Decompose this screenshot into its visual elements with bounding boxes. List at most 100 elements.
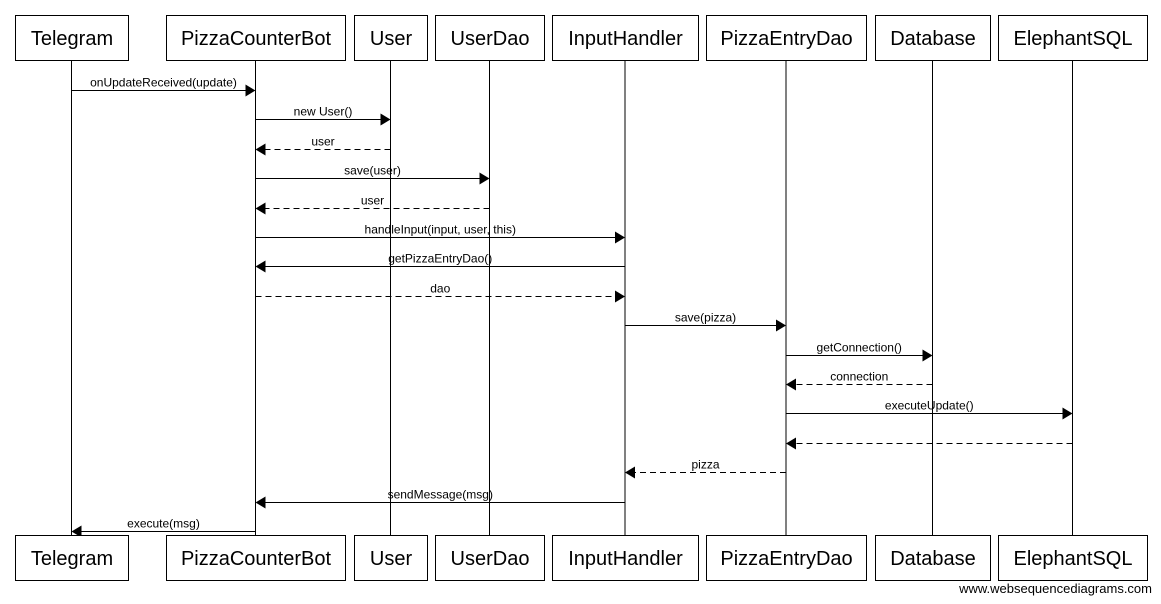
message-label: getPizzaEntryDao() [388,252,492,266]
participant-box [552,15,699,61]
message-11: connection [786,370,933,391]
message-8: dao [255,282,625,303]
message-10: getConnection() [786,341,933,362]
message-2: new User() [255,105,391,126]
lifelines [71,60,1073,535]
message-9: save(pizza) [625,311,786,332]
participant-box [166,535,346,581]
message-1: onUpdateReceived(update) [71,76,256,97]
arrowhead [380,113,391,126]
participant-pizzacounterbot-bottom: PizzaCounterBot [166,535,346,581]
arrowhead [255,260,266,273]
arrowhead [786,437,796,450]
participant-label: Database [890,548,976,570]
messages: onUpdateReceived(update) new User() user sa… [71,76,1073,538]
participant-label: Database [890,28,976,50]
participant-box [435,15,545,61]
message-16: execute(msg) [71,517,256,538]
participant-pizzacounterbot-top: PizzaCounterBot [166,15,346,61]
message-6: handleInput(input, user, this) [255,223,625,244]
participant-label: UserDao [451,548,530,570]
participant-label: ElephantSQL [1014,28,1133,50]
participant-label: PizzaCounterBot [181,28,332,50]
arrowhead [786,378,796,391]
participant-telegram-top: Telegram [15,15,129,61]
participant-box [15,15,129,61]
participant-label: UserDao [451,28,530,50]
arrowhead [255,496,266,509]
participant-box [354,535,428,581]
arrowhead [625,466,635,479]
message-label: getConnection() [817,341,902,355]
participant-box [875,535,991,581]
participant-box [875,15,991,61]
message-label: executeUpdate() [885,399,974,413]
message-label: user [311,135,334,149]
participant-row-bottom: Telegram PizzaCounterBot User UserDao InputH… [15,535,1148,581]
participant-label: PizzaCounterBot [181,548,332,570]
message-label: user [361,194,384,208]
participant-label: PizzaEntryDao [720,548,852,570]
arrowhead [245,84,256,97]
participant-label: InputHandler [568,28,683,50]
arrowhead [615,290,625,303]
message-3: user [255,135,391,156]
arrowhead [479,172,490,185]
participant-label: Telegram [31,28,113,50]
message-label: save(user) [344,164,401,178]
message-label: execute(msg) [127,517,200,531]
participant-box [15,535,129,581]
message-13 [786,437,1073,450]
participant-box [706,15,867,61]
message-label: onUpdateReceived(update) [90,76,237,90]
participant-label: User [370,548,413,570]
participant-box [435,535,545,581]
participant-elephantsql-bottom: ElephantSQL [998,535,1148,581]
participant-box [998,535,1148,581]
participant-inputhandler-top: InputHandler [552,15,699,61]
participant-box [706,535,867,581]
participant-database-bottom: Database [875,535,991,581]
message-label: connection [830,370,888,384]
message-label: dao [430,282,450,296]
message-7: getPizzaEntryDao() [255,252,625,273]
participant-elephantsql-top: ElephantSQL [998,15,1148,61]
message-4: save(user) [255,164,490,185]
arrowhead [255,143,266,156]
participant-label: User [370,28,413,50]
arrowhead [71,525,82,538]
participant-telegram-bottom: Telegram [15,535,129,581]
participant-box [998,15,1148,61]
arrowhead [615,231,625,244]
message-label: pizza [691,458,719,472]
message-15: sendMessage(msg) [255,488,625,509]
participant-database-top: Database [875,15,991,61]
arrowhead [255,202,266,215]
message-label: save(pizza) [675,311,736,325]
message-12: executeUpdate() [786,399,1073,420]
message-label: new User() [294,105,353,119]
participant-userdao-top: UserDao [435,15,545,61]
participant-label: PizzaEntryDao [720,28,852,50]
arrowhead [1062,407,1073,420]
participant-user-top: User [354,15,428,61]
message-5: user [255,194,490,215]
participant-label: Telegram [31,548,113,570]
participant-userdao-bottom: UserDao [435,535,545,581]
participant-box [552,535,699,581]
watermark-text[interactable]: www.websequencediagrams.com [959,581,1152,596]
participant-pizzaentrydao-bottom: PizzaEntryDao [706,535,867,581]
participant-box [354,15,428,61]
arrowhead [922,349,933,362]
participant-user-bottom: User [354,535,428,581]
participant-label: InputHandler [568,548,683,570]
participant-row-top: Telegram PizzaCounterBot User UserDao InputH… [15,15,1148,61]
message-14: pizza [625,458,786,479]
participant-box [166,15,346,61]
participant-inputhandler-bottom: InputHandler [552,535,699,581]
message-label: sendMessage(msg) [388,488,493,502]
participant-label: ElephantSQL [1014,548,1133,570]
arrowhead [776,319,786,332]
message-label: handleInput(input, user, this) [365,223,516,237]
